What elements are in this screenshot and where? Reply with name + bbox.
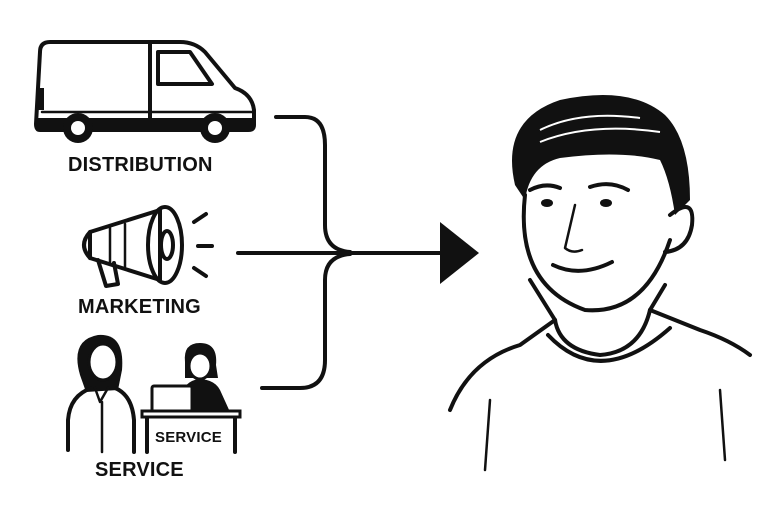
customer-portrait-icon [448, 95, 752, 472]
service-label: SERVICE [95, 459, 184, 481]
distribution-label: DISTRIBUTION [68, 154, 213, 176]
arrow-head-icon [440, 222, 479, 284]
counter-sign-label: SERVICE [155, 429, 222, 446]
marketing-label: MARKETING [78, 296, 201, 318]
megaphone-icon [82, 205, 214, 288]
service-desk-icon [66, 334, 242, 454]
connector-lines [236, 115, 479, 390]
delivery-van-icon [34, 40, 256, 143]
